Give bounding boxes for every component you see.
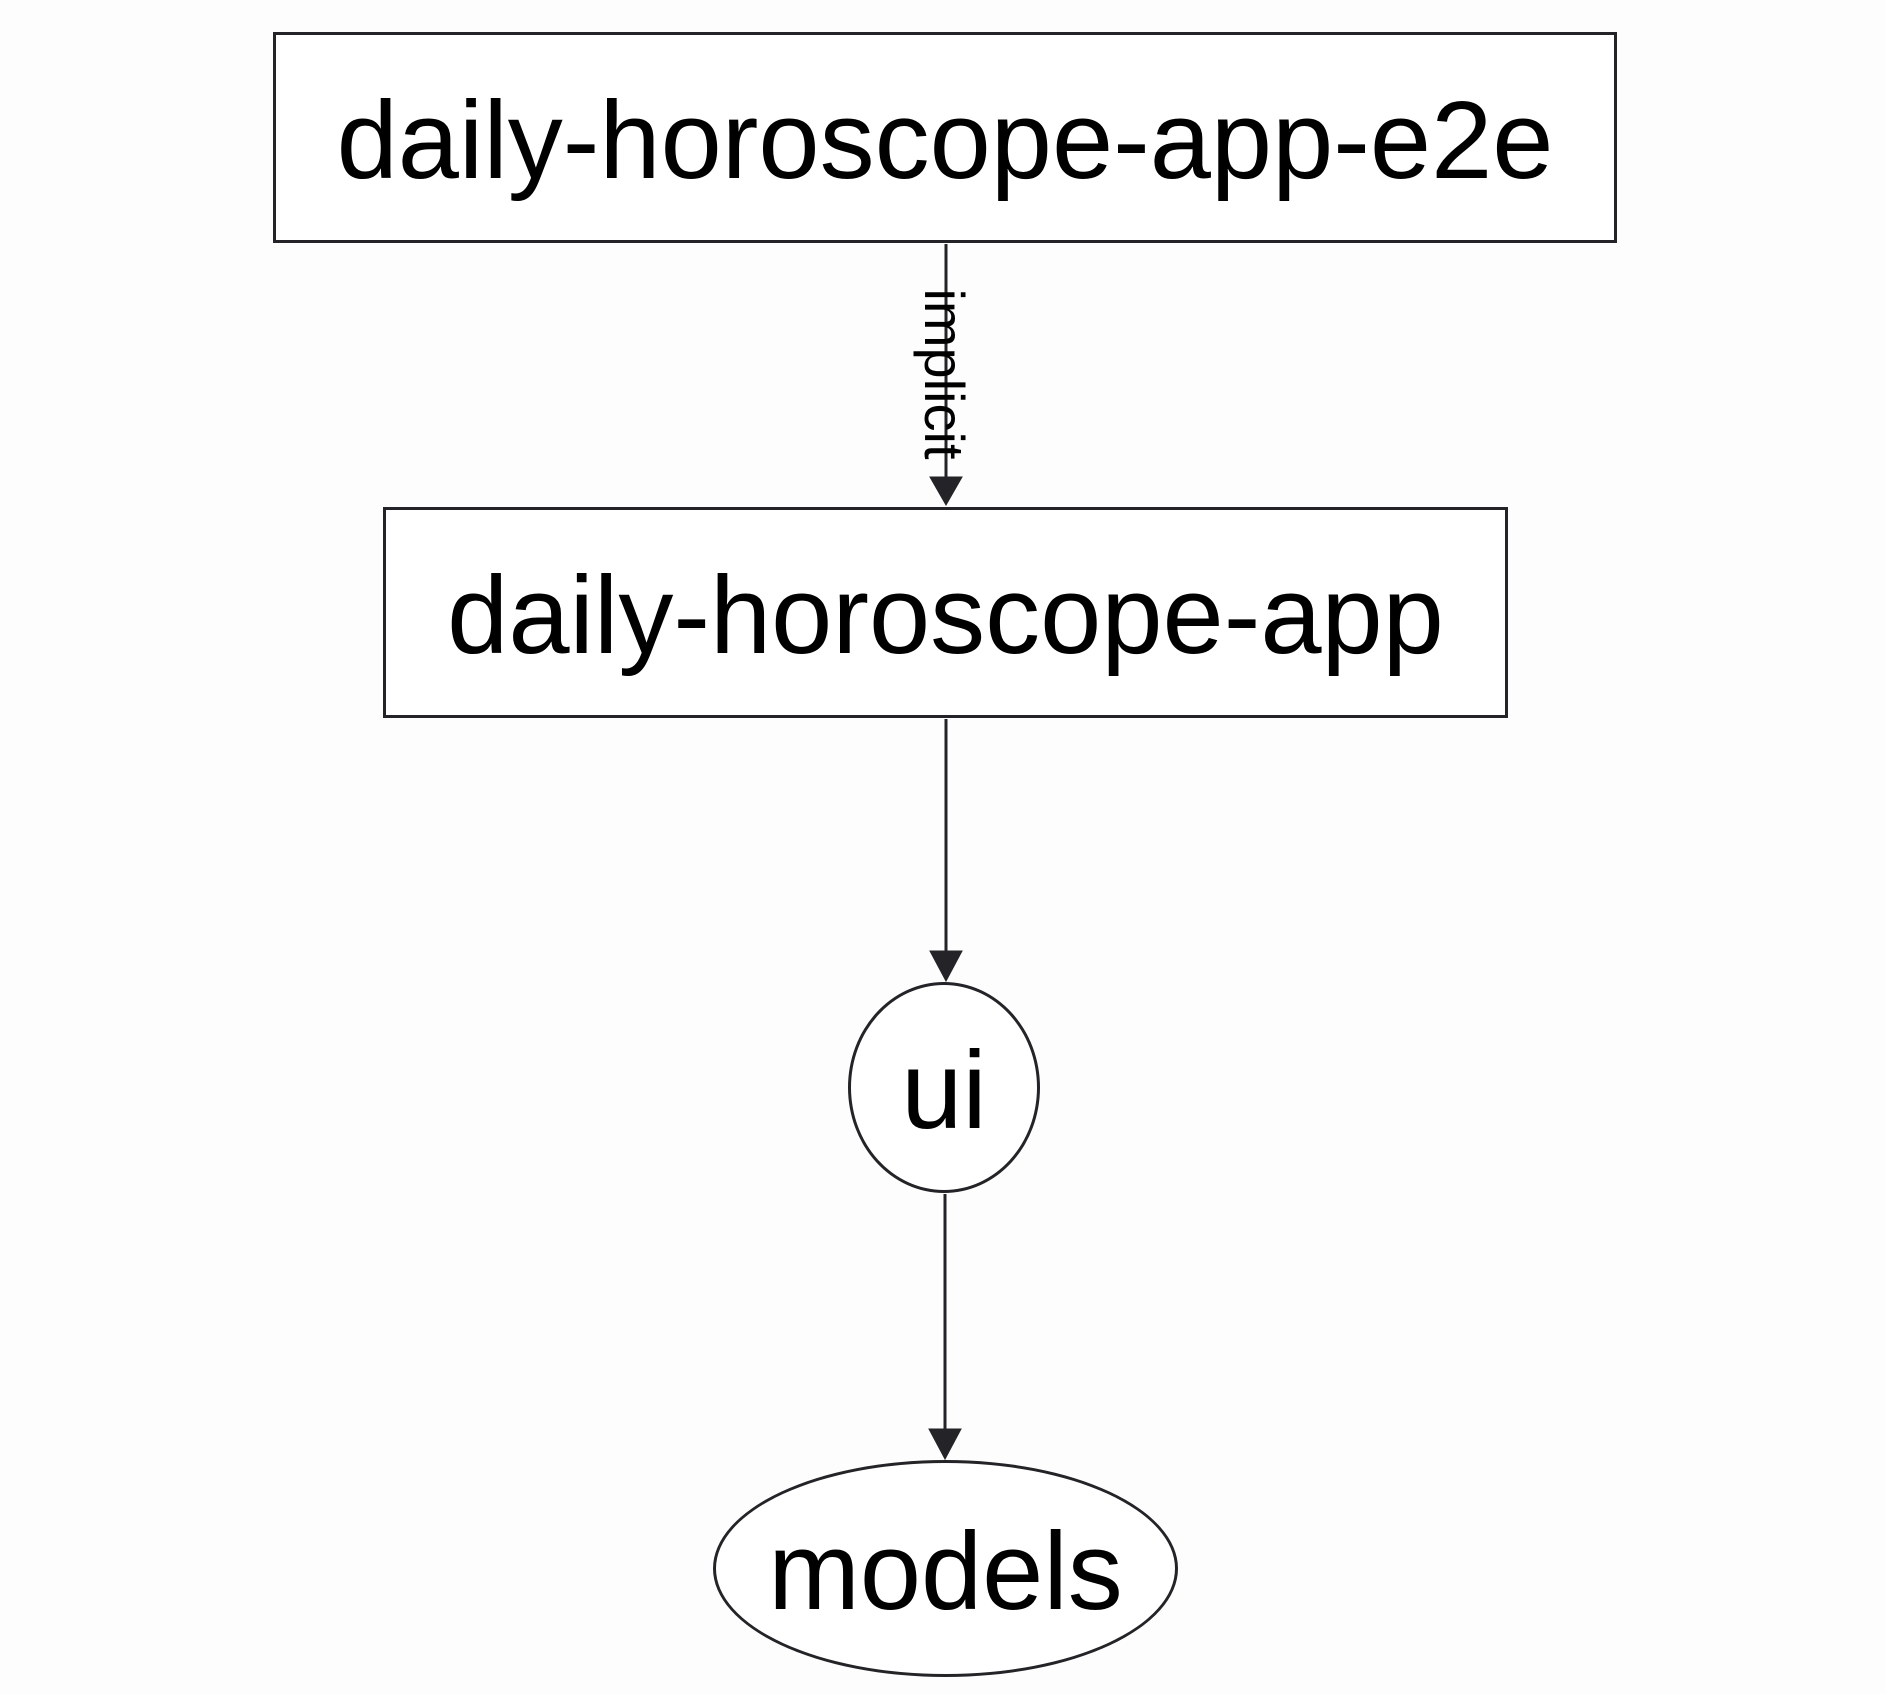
node-ui[interactable]: ui: [848, 982, 1040, 1193]
edge-label-text: implicit: [913, 288, 976, 460]
node-daily-horoscope-app[interactable]: daily-horoscope-app: [383, 507, 1508, 718]
edge-label-implicit: implicit: [909, 224, 979, 524]
node-label: daily-horoscope-app: [447, 553, 1444, 677]
arrowhead-icon: [928, 1428, 962, 1461]
node-daily-horoscope-app-e2e[interactable]: daily-horoscope-app-e2e: [273, 32, 1617, 243]
edge-app-to-ui: [929, 719, 963, 983]
node-label: daily-horoscope-app-e2e: [336, 78, 1554, 202]
arrowhead-icon: [929, 950, 963, 983]
edge-ui-to-models: [928, 1194, 962, 1461]
node-label: models: [768, 1509, 1123, 1633]
node-label: ui: [901, 1028, 987, 1152]
node-models[interactable]: models: [713, 1460, 1178, 1677]
